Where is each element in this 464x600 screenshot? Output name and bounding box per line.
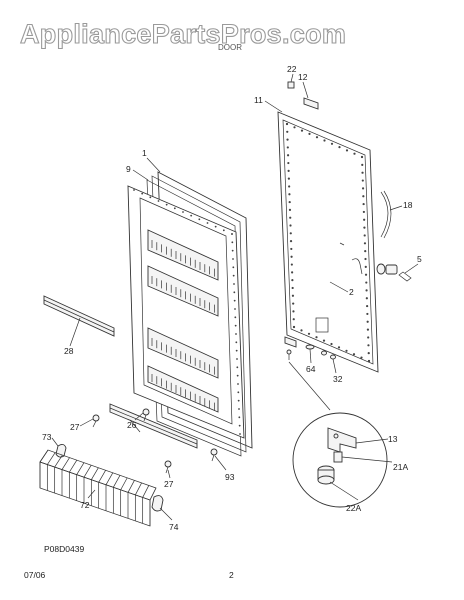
callout-64: 64 xyxy=(306,364,316,374)
part-12-label-plate xyxy=(303,97,319,110)
callout-9: 9 xyxy=(126,164,131,174)
callout-32: 32 xyxy=(333,374,343,384)
callout-26: 26 xyxy=(127,420,137,430)
callout-11: 11 xyxy=(254,95,263,105)
callout-22: 22 xyxy=(287,64,297,74)
part-28-shelf-rail xyxy=(43,295,115,337)
callout-labels: 22 12 11 1 9 18 5 2 64 32 28 27 26 73 27… xyxy=(42,64,422,532)
callout-27-bottom: 27 xyxy=(164,479,174,489)
outer-door-panel xyxy=(277,111,379,373)
section-title: DOOR xyxy=(218,43,242,52)
callout-12: 12 xyxy=(298,72,308,82)
callout-5: 5 xyxy=(417,254,422,264)
callout-73: 73 xyxy=(42,432,52,442)
part-26-bottom-rail xyxy=(109,403,198,449)
callout-1: 1 xyxy=(142,148,147,158)
footer-date: 07/06 xyxy=(24,570,46,580)
part-73-clip xyxy=(55,443,67,458)
part-9-inner-liner xyxy=(127,185,245,439)
part-18-handle xyxy=(380,190,392,239)
callout-2: 2 xyxy=(349,287,354,297)
callout-13: 13 xyxy=(388,434,398,444)
part-5-hinge-assembly xyxy=(376,263,412,282)
part-22-cap xyxy=(287,81,295,89)
callout-27-left: 27 xyxy=(70,422,80,432)
callout-21A: 21A xyxy=(393,462,408,472)
watermark: AppliancePartsPros.com xyxy=(20,19,346,49)
part-74-clip xyxy=(151,495,164,512)
hinge-detail-view xyxy=(288,361,388,508)
callout-22A: 22A xyxy=(346,503,361,513)
part-93-screw xyxy=(210,448,218,462)
part-72-wire-shelf xyxy=(39,449,157,527)
callout-28: 28 xyxy=(64,346,74,356)
callout-72: 72 xyxy=(80,500,90,510)
footer-page: 2 xyxy=(229,570,234,580)
callout-18: 18 xyxy=(403,200,413,210)
callout-93: 93 xyxy=(225,472,235,482)
callout-leaders xyxy=(51,73,419,521)
bottom-hinge-hardware xyxy=(284,336,336,360)
part-27-screws xyxy=(92,408,172,474)
diagram-code: P08D0439 xyxy=(44,544,84,554)
callout-74: 74 xyxy=(169,522,179,532)
